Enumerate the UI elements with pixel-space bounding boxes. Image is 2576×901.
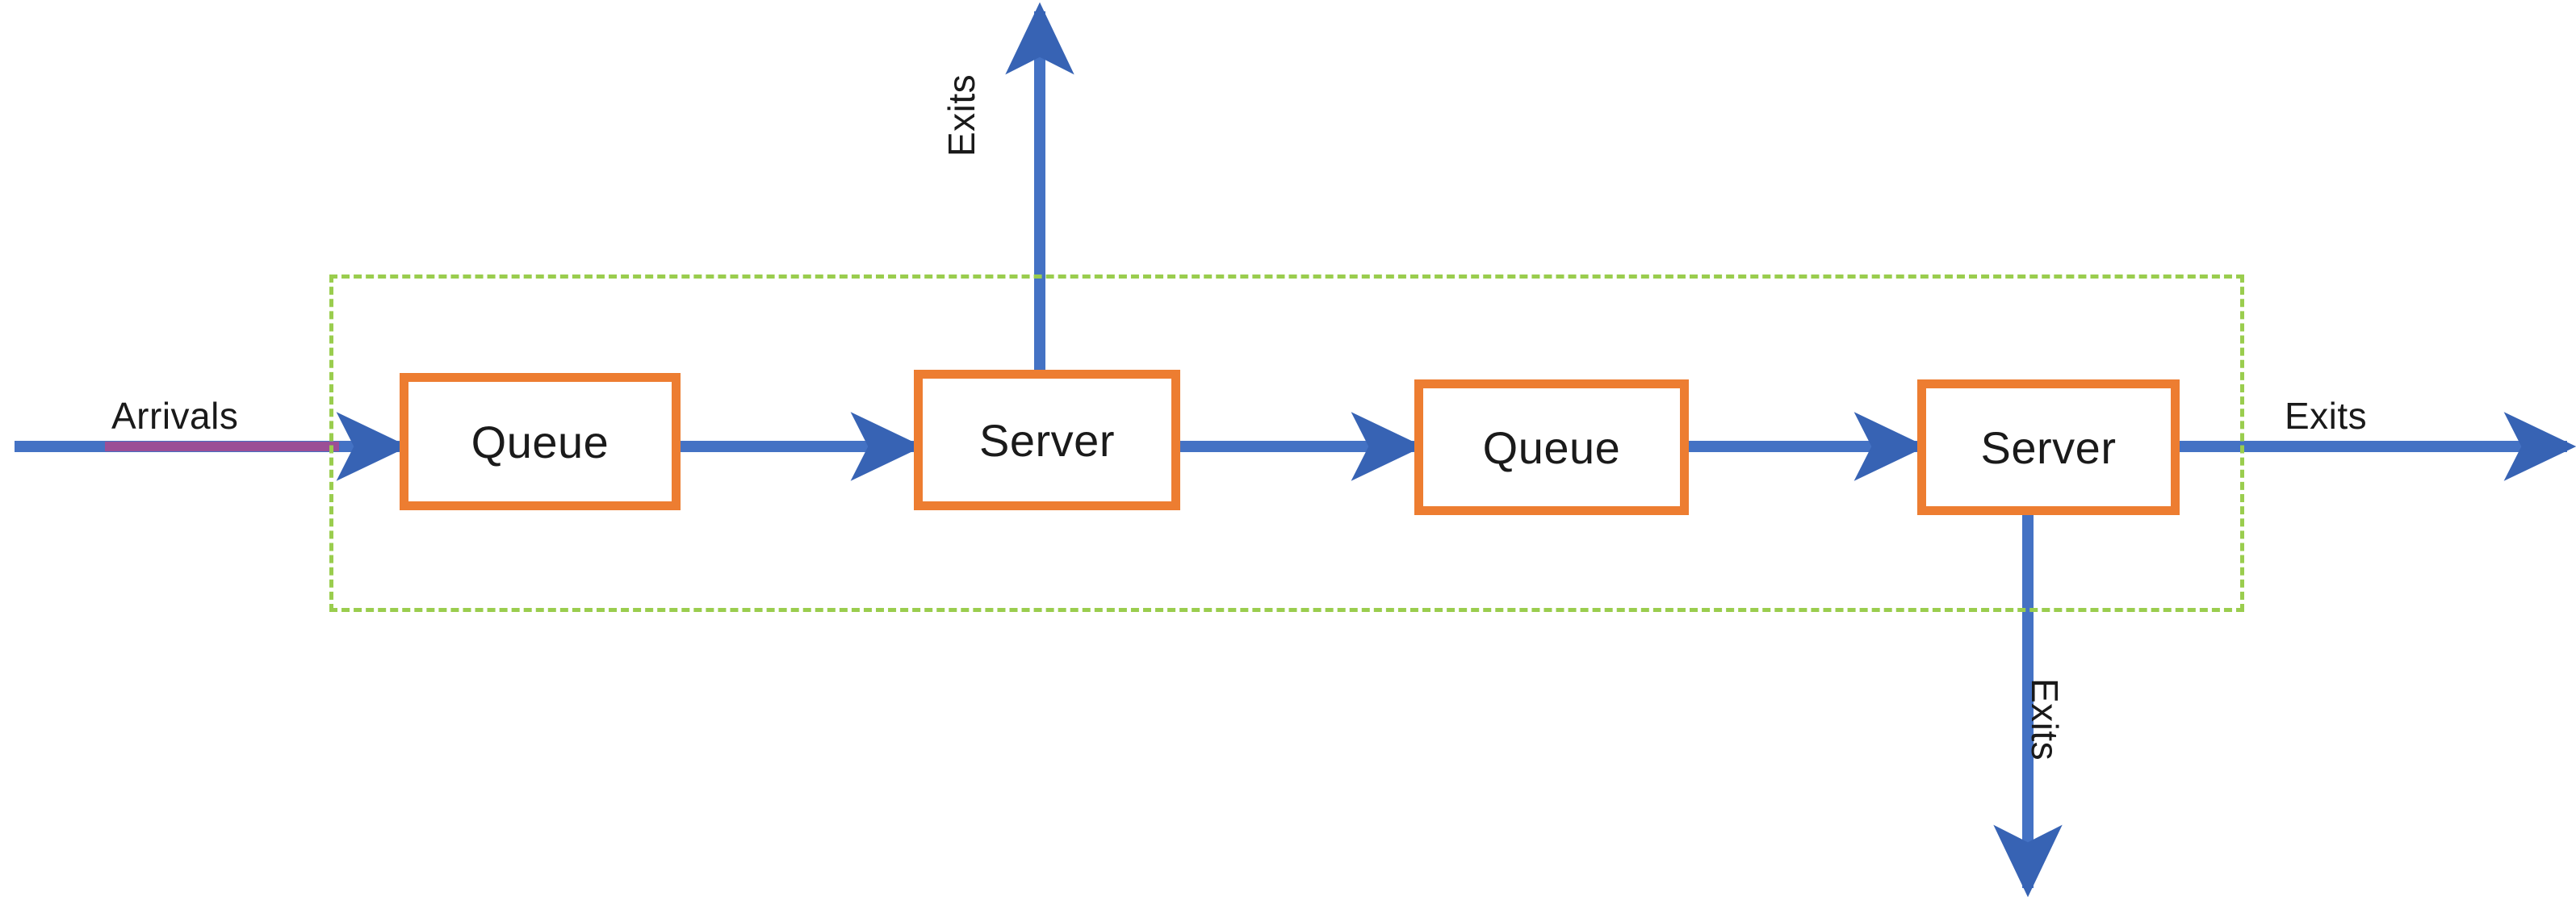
- node-server-2-label: Server: [1980, 421, 2117, 473]
- exits-bottom-label: Exits: [2024, 678, 2066, 761]
- node-queue-2[interactable]: Queue: [1414, 379, 1689, 515]
- node-queue-1[interactable]: Queue: [400, 373, 681, 510]
- exits-top-label: Exits: [940, 73, 982, 157]
- exits-right-label: Exits: [2285, 395, 2368, 437]
- node-server-2[interactable]: Server: [1917, 379, 2180, 515]
- node-server-1[interactable]: Server: [914, 370, 1180, 510]
- node-queue-2-label: Queue: [1482, 421, 1621, 473]
- node-queue-1-label: Queue: [471, 416, 609, 467]
- node-server-1-label: Server: [979, 414, 1115, 466]
- system-boundary-box: [329, 274, 2244, 612]
- arrivals-label: Arrivals: [111, 395, 239, 437]
